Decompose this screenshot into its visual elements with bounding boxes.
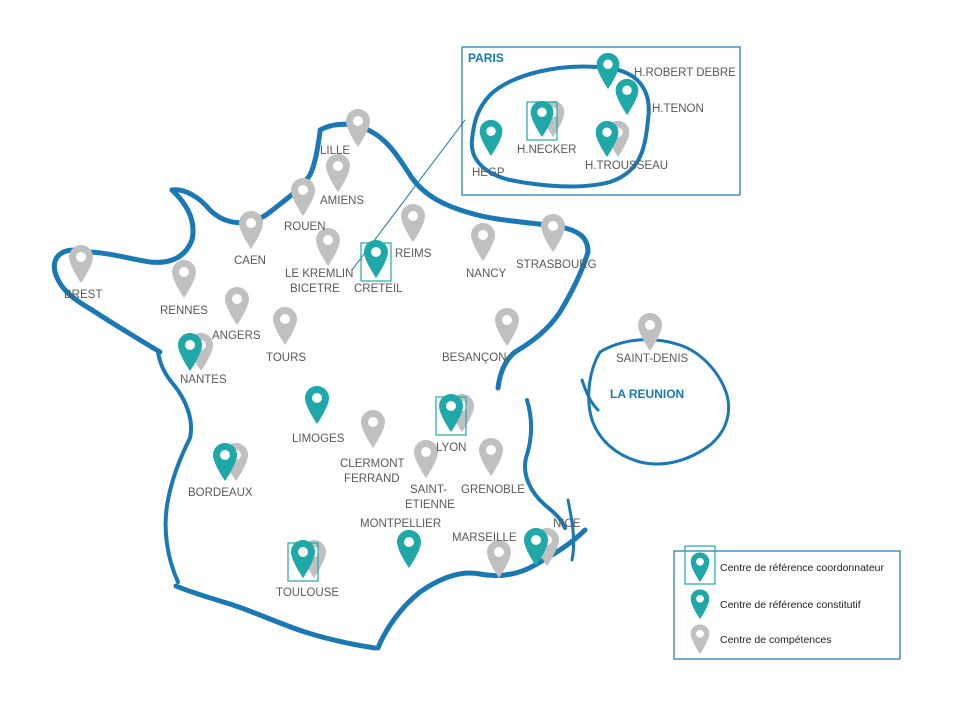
city-label-limoges: LIMOGES	[292, 433, 345, 445]
legend-frame-coordonnateur	[684, 545, 716, 585]
reunion-outline	[580, 338, 731, 466]
city-label-besancon: BESANÇON	[442, 352, 507, 364]
city-label-lyon: LYON	[436, 442, 466, 454]
legend-pins	[684, 545, 716, 654]
pin-limoges-constitutif[interactable]	[305, 386, 329, 424]
pin-grenoble-competence[interactable]	[479, 438, 503, 476]
paris-label-robertdebre: H.ROBERT DEBRE	[634, 67, 736, 79]
city-label-montpellier: MONTPELLIER	[360, 518, 441, 530]
legend-label-constitutif: Centre de référence constitutif	[720, 599, 861, 611]
pin-lille-competence[interactable]	[346, 109, 370, 147]
city-label-tours: TOURS	[266, 352, 306, 364]
paris-label-tenon: H.TENON	[652, 103, 704, 115]
city-label-caen: CAEN	[234, 255, 266, 267]
city-label-clermont-2: FERRAND	[344, 473, 400, 485]
city-label-nancy: NANCY	[466, 268, 507, 280]
pin-nancy-competence[interactable]	[471, 223, 495, 261]
legend-box	[673, 550, 901, 660]
city-label-saintetienne-1: SAINT-	[410, 484, 447, 496]
city-label-angers: ANGERS	[212, 330, 261, 342]
pin-montpellier-constitutif[interactable]	[397, 530, 421, 568]
city-label-reims: REIMS	[395, 248, 432, 260]
pin-caen-competence[interactable]	[239, 211, 263, 249]
pin-tenon-constitutif[interactable]	[615, 78, 639, 115]
pin-saintetienne-competence[interactable]	[414, 440, 438, 478]
pin-kremlin-competence[interactable]	[316, 228, 340, 266]
city-label-kremlin-1: LE KREMLIN	[285, 268, 353, 280]
pin-tours-competence[interactable]	[273, 307, 297, 345]
city-label-strasbourg: STRASBOURG	[516, 259, 597, 271]
city-label-rouen: ROUEN	[284, 221, 326, 233]
legend-label-competence: Centre de compétences	[720, 634, 831, 646]
city-label-saintetienne-2: ETIENNE	[405, 499, 455, 511]
legend-label-coordonnateur: Centre de référence coordonnateur	[720, 562, 885, 574]
city-label-clermont-1: CLERMONT	[340, 458, 405, 470]
pin-rouen-competence[interactable]	[291, 178, 315, 216]
pin-reims-competence[interactable]	[401, 204, 425, 242]
pin-brest-competence[interactable]	[69, 245, 93, 283]
paris-label-trousseau: H.TROUSSEAU	[585, 160, 668, 172]
legend: Centre de référence coordonnateur Centre…	[673, 545, 901, 660]
pin-hegp-constitutif[interactable]	[479, 119, 503, 156]
pin-saintdenis-competence[interactable]	[638, 313, 662, 351]
pins-layer	[69, 52, 662, 582]
paris-label-hegp: HEGP	[472, 167, 505, 179]
city-label-rennes: RENNES	[160, 305, 208, 317]
pin-amiens-competence[interactable]	[326, 154, 350, 192]
city-label-bordeaux: BORDEAUX	[188, 487, 253, 499]
city-labels: LILLE AMIENS ROUEN CAEN LE KREMLIN BICET…	[64, 67, 736, 599]
pin-creteil-coordonnateur[interactable]	[364, 240, 388, 278]
pin-rennes-competence[interactable]	[172, 260, 196, 298]
paris-title: PARIS	[468, 51, 504, 65]
city-label-amiens: AMIENS	[320, 195, 364, 207]
pin-robertdebre-constitutif[interactable]	[596, 52, 620, 89]
pin-strasbourg-competence[interactable]	[541, 214, 565, 252]
paris-label-necker: H.NECKER	[517, 144, 576, 156]
reunion-title: LA REUNION	[610, 387, 684, 401]
pin-clermont-competence[interactable]	[361, 410, 385, 448]
city-label-creteil: CRETEIL	[354, 283, 403, 295]
pin-angers-competence[interactable]	[225, 287, 249, 325]
pin-besancon-competence[interactable]	[495, 308, 519, 346]
city-label-grenoble: GRENOBLE	[461, 484, 525, 496]
city-label-kremlin-2: BICETRE	[290, 283, 340, 295]
city-label-saintdenis: SAINT-DENIS	[616, 353, 689, 365]
city-label-lille: LILLE	[320, 145, 350, 157]
city-label-brest: BREST	[64, 289, 102, 301]
city-label-marseille: MARSEILLE	[452, 532, 517, 544]
city-label-nantes: NANTES	[180, 374, 227, 386]
city-label-toulouse: TOULOUSE	[276, 587, 339, 599]
city-label-nice: NICE	[553, 518, 581, 530]
